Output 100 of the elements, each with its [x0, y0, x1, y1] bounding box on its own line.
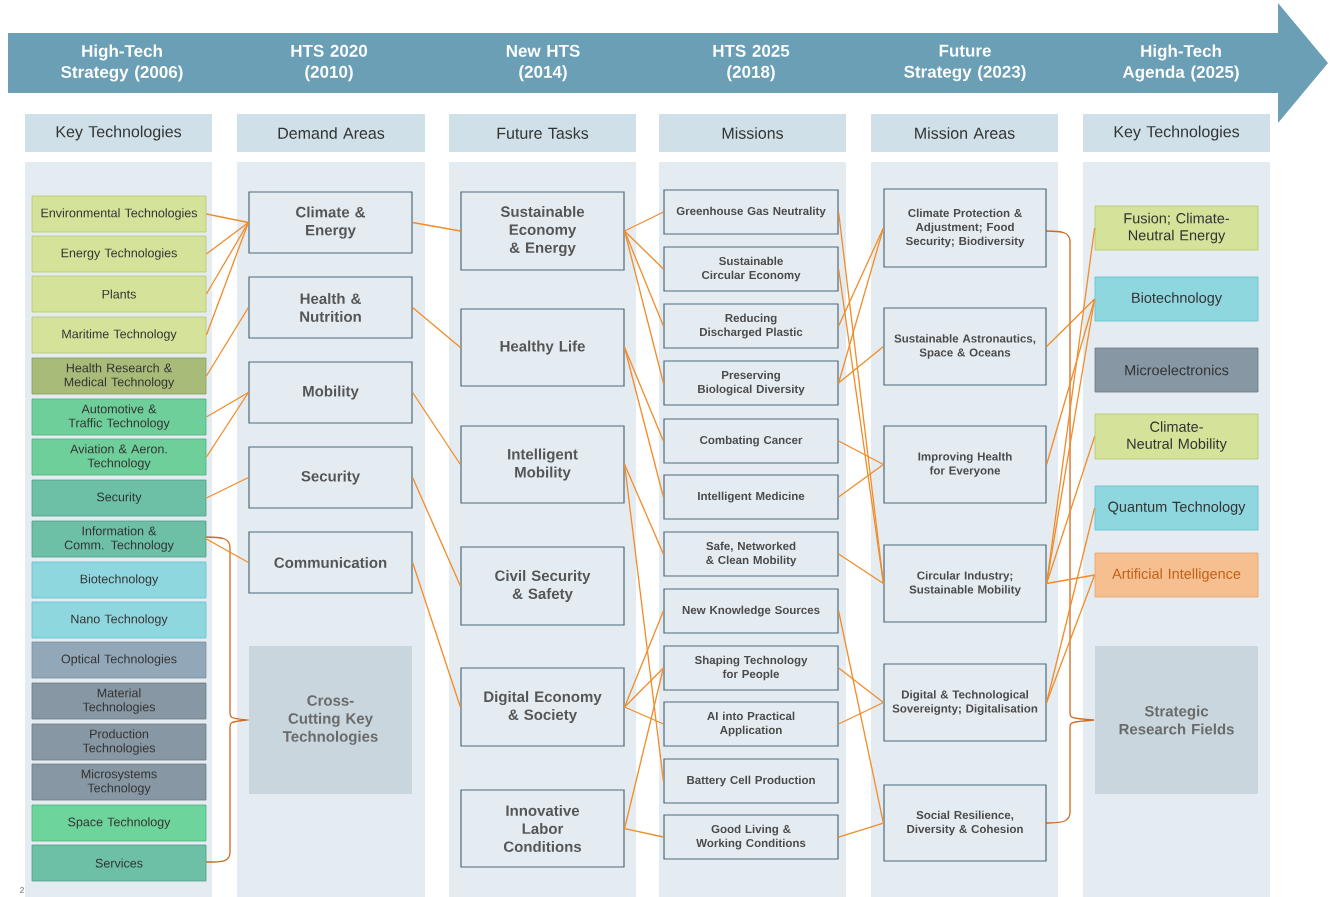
connector	[205, 391, 250, 458]
mission-box: Battery Cell Production	[663, 758, 839, 804]
column-header: Key Technologies	[25, 114, 212, 152]
connector	[205, 213, 250, 224]
area-box: Sustainable Economy & Energy	[460, 191, 625, 271]
timeline-label: HTS 2020 (2010)	[291, 44, 368, 82]
area-box: Communication	[248, 531, 413, 594]
mission-box: Shaping Technology for People	[663, 645, 839, 691]
group-box: Cross-Cutting Key Technologies	[249, 646, 412, 794]
technology-box: Automotive & Traffic Technology	[31, 398, 207, 436]
connector	[205, 306, 250, 377]
area-box: Intelligent Mobility	[460, 425, 625, 504]
area-box: Mobility	[248, 361, 413, 424]
mission-box: Intelligent Medicine	[663, 474, 839, 520]
technology-box: Artificial Intelligence	[1094, 552, 1259, 598]
mission-box: Good Living & Working Conditions	[663, 814, 839, 860]
mission-box: Sustainable Circular Economy	[663, 246, 839, 292]
connector	[623, 667, 665, 708]
technology-box: Climate-Neutral Mobility	[1094, 413, 1259, 460]
connector	[411, 391, 462, 466]
area-box: Security	[248, 446, 413, 509]
connector	[837, 227, 885, 327]
connector	[1045, 574, 1096, 704]
technology-box: Plants	[31, 275, 207, 313]
connector	[205, 476, 250, 499]
connector	[623, 667, 665, 830]
mission-box: Sustainable Astronautics, Space & Oceans	[883, 307, 1047, 386]
connector	[837, 268, 885, 585]
technology-box: Maritime Technology	[31, 316, 207, 354]
connector	[837, 463, 885, 498]
connector	[1045, 574, 1096, 585]
technology-box: Environmental Technologies	[31, 195, 207, 233]
mission-box: Preserving Biological Diversity	[663, 360, 839, 406]
connector	[205, 221, 250, 255]
column-header: Key Technologies	[1083, 114, 1270, 152]
connector	[623, 230, 665, 327]
area-box: Climate & Energy	[248, 191, 413, 254]
connector	[1045, 507, 1096, 704]
technology-box: Services	[31, 844, 207, 882]
column-header: Demand Areas	[237, 114, 425, 152]
connector	[411, 476, 462, 587]
connector	[411, 221, 462, 232]
connector	[623, 230, 665, 270]
mission-box: Social Resilience, Diversity & Cohesion	[883, 784, 1047, 862]
technology-box: Space Technology	[31, 804, 207, 842]
connector	[623, 827, 665, 838]
technology-box: Nano Technology	[31, 601, 207, 639]
mission-box: Improving Health for Everyone	[883, 425, 1047, 504]
area-box: Civil Security & Safety	[460, 546, 625, 626]
connector	[837, 553, 885, 585]
connector	[623, 610, 665, 708]
column-header: Future Tasks	[449, 114, 636, 152]
connector	[623, 346, 665, 498]
technology-box: Health Research & Medical Technology	[31, 357, 207, 395]
connector	[623, 706, 665, 725]
mission-box: Circular Industry; Sustainable Mobility	[883, 544, 1047, 623]
mission-box: Combating Cancer	[663, 418, 839, 464]
technology-box: Microsystems Technology	[31, 763, 207, 801]
connector	[837, 345, 885, 384]
technology-box: Fusion; Climate-Neutral Energy	[1094, 205, 1259, 251]
technology-box: Optical Technologies	[31, 641, 207, 679]
technology-box: Biotechnology	[31, 561, 207, 599]
timeline-label: High-Tech Strategy (2006)	[61, 44, 183, 82]
connector	[205, 221, 250, 295]
page-number: 2	[20, 887, 24, 893]
mission-box: Digital & Technological Sovereignty; Digitalisation	[883, 663, 1047, 742]
connector	[837, 440, 885, 466]
connector	[205, 538, 250, 564]
mission-box: AI into Practical Application	[663, 701, 839, 747]
technology-box: Security	[31, 479, 207, 517]
connector	[623, 230, 665, 384]
column-header: Missions	[659, 114, 846, 152]
connector	[623, 211, 665, 232]
technology-box: Production Technologies	[31, 723, 207, 761]
technology-box: Microelectronics	[1094, 347, 1259, 393]
connector	[205, 221, 250, 336]
technology-box: Material Technologies	[31, 682, 207, 720]
connector	[837, 610, 885, 824]
connector	[837, 701, 885, 725]
connector	[1045, 435, 1096, 585]
mission-box: Climate Protection & Adjustment; Food Security; Biodiversity	[883, 188, 1047, 268]
area-box: Digital Economy & Society	[460, 667, 625, 747]
connector	[623, 463, 665, 555]
mission-box: Reducing Discharged Plastic	[663, 303, 839, 349]
mission-box: New Knowledge Sources	[663, 588, 839, 634]
technology-box: Biotechnology	[1094, 276, 1259, 322]
connector	[411, 561, 462, 708]
connector	[1045, 298, 1096, 348]
connector	[837, 822, 885, 838]
connector	[837, 227, 885, 384]
timeline-label: Future Strategy (2023)	[904, 44, 1026, 82]
technology-box: Information & Comm. Technology	[31, 520, 207, 558]
group-box: Strategic Research Fields	[1095, 646, 1258, 794]
connector	[205, 391, 250, 418]
timeline-label: New HTS (2014)	[506, 44, 580, 82]
technology-box: Aviation & Aeron. Technology	[31, 438, 207, 476]
technology-box: Quantum Technology	[1094, 485, 1259, 531]
connector	[1045, 298, 1096, 466]
mission-box: Safe, Networked & Clean Mobility	[663, 531, 839, 577]
mission-box: Greenhouse Gas Neutrality	[663, 189, 839, 235]
